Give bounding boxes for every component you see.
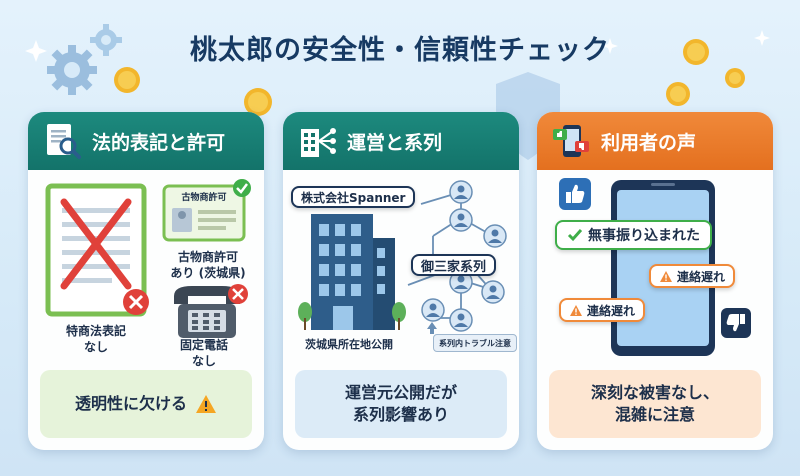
coin-icon (725, 68, 745, 88)
operation-summary-line1: 運営元公開だが (344, 383, 457, 403)
check-icon (567, 229, 583, 242)
delay-review-bubble-1: 連絡遅れ (649, 264, 736, 288)
delay-review-text-1: 連絡遅れ (677, 269, 726, 284)
page-title: 桃太郎の安全性・信頼性チェック (190, 35, 610, 66)
legal-panel-title: 法的表記と許可 (92, 131, 226, 154)
operation-summary-box: 運営元公開だが 系列影響あり (295, 370, 507, 438)
arrow-up-icon (427, 322, 437, 334)
person-node (483, 224, 507, 248)
document-search-icon (47, 124, 81, 159)
positive-review-text: 無事振り込まれた (588, 228, 700, 244)
permit-card-icon (162, 179, 251, 242)
no-landline-label: 固定電話 なし (179, 338, 228, 368)
person-node (449, 270, 473, 294)
building-network-icon (301, 128, 336, 157)
landline-phone-icon (174, 284, 248, 338)
person-node (449, 180, 473, 204)
warning-icon (196, 395, 216, 413)
warning-icon (570, 304, 582, 316)
group-affiliation-tag: 御三家系列 (411, 254, 497, 276)
warning-icon (660, 270, 672, 282)
antique-permit-label: 古物商許可 あり (茨城県) (170, 250, 246, 280)
company-name-tag: 株式会社Spanner (291, 186, 416, 208)
thumbs-down-icon (721, 308, 751, 338)
group-trouble-note: 系列内トラブル注意 (433, 334, 517, 352)
person-node (449, 308, 473, 332)
reviews-panel-title: 利用者の声 (601, 131, 697, 154)
positive-review-bubble: 無事振り込まれた (555, 220, 712, 250)
reviews-summary-box: 深刻な被害なし、 混雑に注意 (549, 370, 761, 438)
person-node (421, 298, 445, 322)
legal-panel-header: 法的表記と許可 (28, 112, 264, 170)
legal-panel: 法的表記と許可 特商法表記 なし 古物商許可 古物商許可 あり (茨城県) (28, 112, 264, 450)
reviews-panel-header: 利用者の声 (537, 112, 773, 170)
location-label: 茨城県所在地公開 (305, 338, 393, 351)
no-commerce-notice-label: 特商法表記 なし (65, 324, 126, 354)
operation-panel-header: 運営と系列 (283, 112, 519, 170)
delay-review-text-2: 連絡遅れ (587, 303, 636, 318)
reviews-panel: 利用者の声 無事振り込まれた 連絡遅れ 連絡遅れ (537, 112, 773, 450)
network-diagram (407, 180, 507, 332)
phone-feedback-icon (553, 125, 589, 157)
operation-panel-title: 運営と系列 (347, 131, 443, 154)
operation-panel: 運営と系列 (283, 112, 519, 450)
thumbs-up-icon (559, 178, 591, 210)
legal-summary-text: 透明性に欠ける (74, 394, 187, 414)
crossed-document-icon (45, 183, 149, 317)
coin-icon (666, 82, 690, 106)
coin-icon (114, 67, 140, 93)
legal-summary-box: 透明性に欠ける (40, 370, 252, 438)
office-building-icon (298, 214, 406, 330)
person-node (449, 208, 473, 232)
delay-review-bubble-2: 連絡遅れ (559, 298, 646, 322)
permit-card-title: 古物商許可 (181, 193, 227, 203)
person-node (481, 280, 505, 304)
reviews-summary-line2: 混雑に注意 (614, 405, 695, 424)
operation-summary-line2: 系列影響あり (352, 405, 449, 424)
reviews-summary-line1: 深刻な被害なし、 (590, 383, 719, 403)
